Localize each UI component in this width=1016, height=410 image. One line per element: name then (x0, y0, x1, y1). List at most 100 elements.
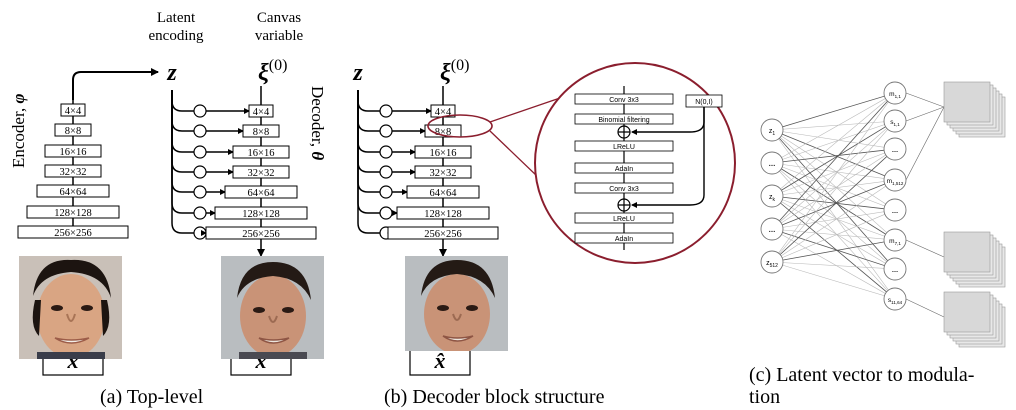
latent-node (760, 184, 784, 208)
canvas-header-line2: variable (255, 28, 304, 44)
modulation-edge (771, 92, 896, 164)
decoder-block-label: 8×8 (253, 127, 269, 138)
encoder-label: Encoder, φ (9, 94, 28, 168)
modulation-node-label: s11,64 (888, 297, 903, 305)
modulation-edge (771, 195, 896, 211)
latent-affine-node (193, 165, 207, 179)
decoder-block (414, 165, 472, 179)
decoder-block-label: 64×64 (248, 188, 276, 199)
decoder-block (248, 104, 274, 118)
latent-node-label: zk (769, 194, 776, 203)
latent-affine-node (379, 206, 393, 220)
zoom-highlight (427, 114, 493, 138)
modulation-edge (771, 120, 896, 230)
decoder-block-label: 32×32 (248, 168, 275, 179)
encoder-block (60, 103, 86, 117)
modulation-to-feature-line (905, 106, 945, 122)
latent-affine-node (193, 185, 207, 199)
modulation-to-feature-line (905, 106, 945, 181)
modulation-edge (771, 179, 896, 230)
zoom-layer-box (574, 232, 674, 244)
latent-branch (357, 90, 380, 112)
modulation-edge (771, 195, 896, 300)
latent-affine-node (379, 124, 393, 138)
modulation-edge (771, 92, 896, 131)
encoder-block-label: 32×32 (60, 167, 87, 178)
modulation-node-label: s1,1 (890, 119, 900, 127)
modulation-node (883, 198, 907, 222)
decoder-block-label: 4×4 (253, 107, 270, 118)
caption-b: (b) Decoder block structure (384, 386, 605, 408)
decoder-block-label: 64×64 (430, 188, 458, 199)
modulation-fanout (905, 92, 945, 318)
zoom-layer-label: LReLU (613, 216, 635, 223)
decoder-block (406, 185, 480, 199)
modulation-edge (771, 261, 896, 300)
modulation-edge (771, 120, 896, 263)
latent-affine-node (193, 104, 207, 118)
encoder-block-label: 4×4 (65, 106, 82, 117)
feature-map-slice (943, 231, 991, 273)
latent-branch (357, 90, 380, 153)
modulation-edge (771, 129, 896, 181)
latent-node (760, 151, 784, 175)
modulation-edge (771, 228, 896, 300)
zoom-layer-box (574, 93, 674, 105)
modulation-edge (771, 148, 896, 164)
decoder-block-label: 16×16 (248, 148, 275, 159)
modulation-edge (771, 209, 896, 263)
zoom-layer-box (574, 140, 674, 152)
modulation-edge (771, 129, 896, 211)
caption-a: (a) Top-level (100, 386, 204, 408)
latent-node-label: … (769, 161, 776, 168)
add-node-2-plus (618, 199, 630, 211)
decoder-block-panel: z ξ(0) 4×48×816×1632×3264×64128×128256×2… (352, 57, 736, 376)
modulation-edge (771, 261, 896, 270)
encoder-block (54, 123, 92, 137)
modulation-edge (771, 162, 896, 241)
modulation-edge (771, 148, 896, 230)
modulation-edge (771, 162, 896, 270)
modulation-to-feature-line (905, 92, 945, 108)
modulation-edge (771, 179, 896, 263)
output-label-b: x̂ (434, 348, 446, 373)
latent-node (760, 250, 784, 274)
caption-c-line1: (c) Latent vector to modula- (749, 364, 975, 386)
canvas-symbol-b: ξ(0) (440, 57, 469, 86)
modulation-edge (771, 148, 896, 263)
modulation-node (883, 228, 907, 252)
modulation-node (883, 257, 907, 281)
latent-node (760, 118, 784, 142)
modulation-node (883, 137, 907, 161)
decoder-block-label: 32×32 (430, 168, 457, 179)
canvas-symbol-a: ξ(0) (258, 57, 287, 86)
add-node-1-plus (618, 126, 630, 138)
decoder-block-label: 128×128 (242, 209, 279, 220)
modulation-edge (771, 92, 896, 263)
modulation-to-feature-line (905, 298, 945, 318)
latent-header-line2: encoding (149, 28, 204, 44)
modulation-edge (771, 162, 896, 211)
modulation-edge (771, 228, 896, 270)
modulation-edges (771, 92, 896, 300)
modulation-node-label: … (892, 147, 899, 154)
modulation-edge (771, 195, 896, 270)
latent-affine-node (379, 165, 393, 179)
modulation-node-label: … (892, 267, 899, 274)
decoder-block (396, 206, 490, 220)
encoder-to-latent-arrow (72, 68, 159, 100)
decoder-block-label: 4×4 (435, 107, 452, 118)
output-face-image-a (221, 256, 324, 359)
zoom-layer-box (574, 212, 674, 224)
modulation-panel: z1…zk…z512 m1,1s1,1…m1,512…m7,1…s11,64 (760, 81, 1006, 348)
modulation-edge (771, 129, 896, 300)
decoder-block (232, 165, 290, 179)
latent-affine-node (379, 104, 393, 118)
encoder-block (44, 144, 102, 158)
modulation-node (883, 109, 907, 133)
latent-branch (171, 90, 194, 234)
decoder-block-label: 128×128 (424, 209, 461, 220)
